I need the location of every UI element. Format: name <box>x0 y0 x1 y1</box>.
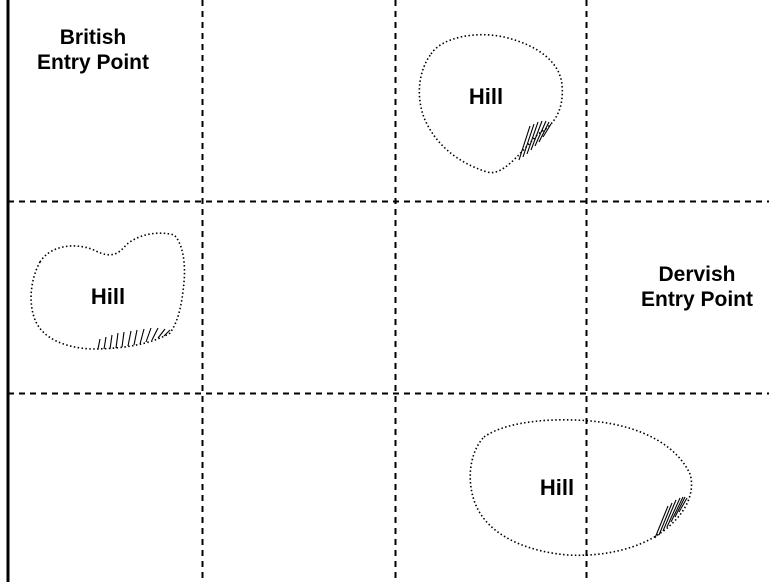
dervish-entry-line1: Dervish <box>658 263 736 286</box>
dervish-entry-line2: Entry Point <box>640 288 753 312</box>
hill-outline-3 <box>469 419 693 557</box>
hill-label-1: Hill <box>468 84 504 109</box>
hill-outline-1 <box>418 33 564 174</box>
hill-outline-2 <box>30 232 186 350</box>
hill-label-2: Hill <box>90 284 126 309</box>
british-entry-point-label: British Entry Point <box>22 25 164 75</box>
dervish-entry-point-label: Dervish Entry Point <box>625 262 769 312</box>
british-entry-line2: Entry Point <box>36 51 149 75</box>
british-entry-line1: British <box>59 26 127 49</box>
hill-label-3: Hill <box>539 475 575 500</box>
